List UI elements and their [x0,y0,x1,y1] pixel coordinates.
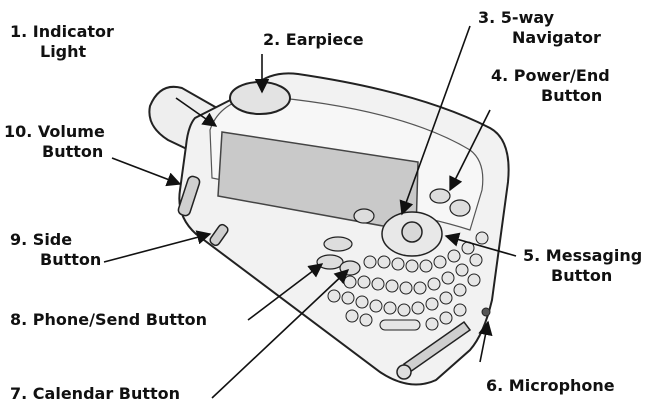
phone-send-button [316,254,344,270]
power-end-button [449,199,471,217]
callout-5-way-navigator: 3. 5-way Navigator [478,8,601,47]
headset-jack [396,364,412,380]
arrow-calendar [211,269,350,399]
volume-rocker [177,175,201,217]
callout-phone-send-button: 8. Phone/Send Button [10,310,208,329]
earpiece [229,81,291,115]
calendar-button [339,260,361,276]
arrow-side-button [103,230,212,263]
arrow-volume [111,157,182,187]
callout-earpiece: 2. Earpiece [263,30,364,49]
callout-calendar-button: 7. Calendar Button [10,384,181,403]
callout-messaging-button: 5. Messaging Button [523,246,643,285]
microphone [481,307,491,317]
callout-side-button: 9. Side Button [10,230,102,269]
keyboard [327,231,489,331]
arrow-power-end [449,109,491,192]
side-key [209,223,229,247]
arrow-phone-send [247,263,324,321]
arrow-indicator-light [175,97,218,127]
callout-volume-button: 10. Volume Button [4,122,105,161]
callout-microphone: 6. Microphone [486,376,615,395]
arrow-messaging [444,232,517,257]
callout-power-end-button: 4. Power/End Button [491,66,610,105]
arrow-microphone [478,320,493,363]
callout-indicator-light: 1. Indicator Light [10,22,114,61]
nav-center [401,221,423,243]
arrow-navigator [399,25,471,216]
